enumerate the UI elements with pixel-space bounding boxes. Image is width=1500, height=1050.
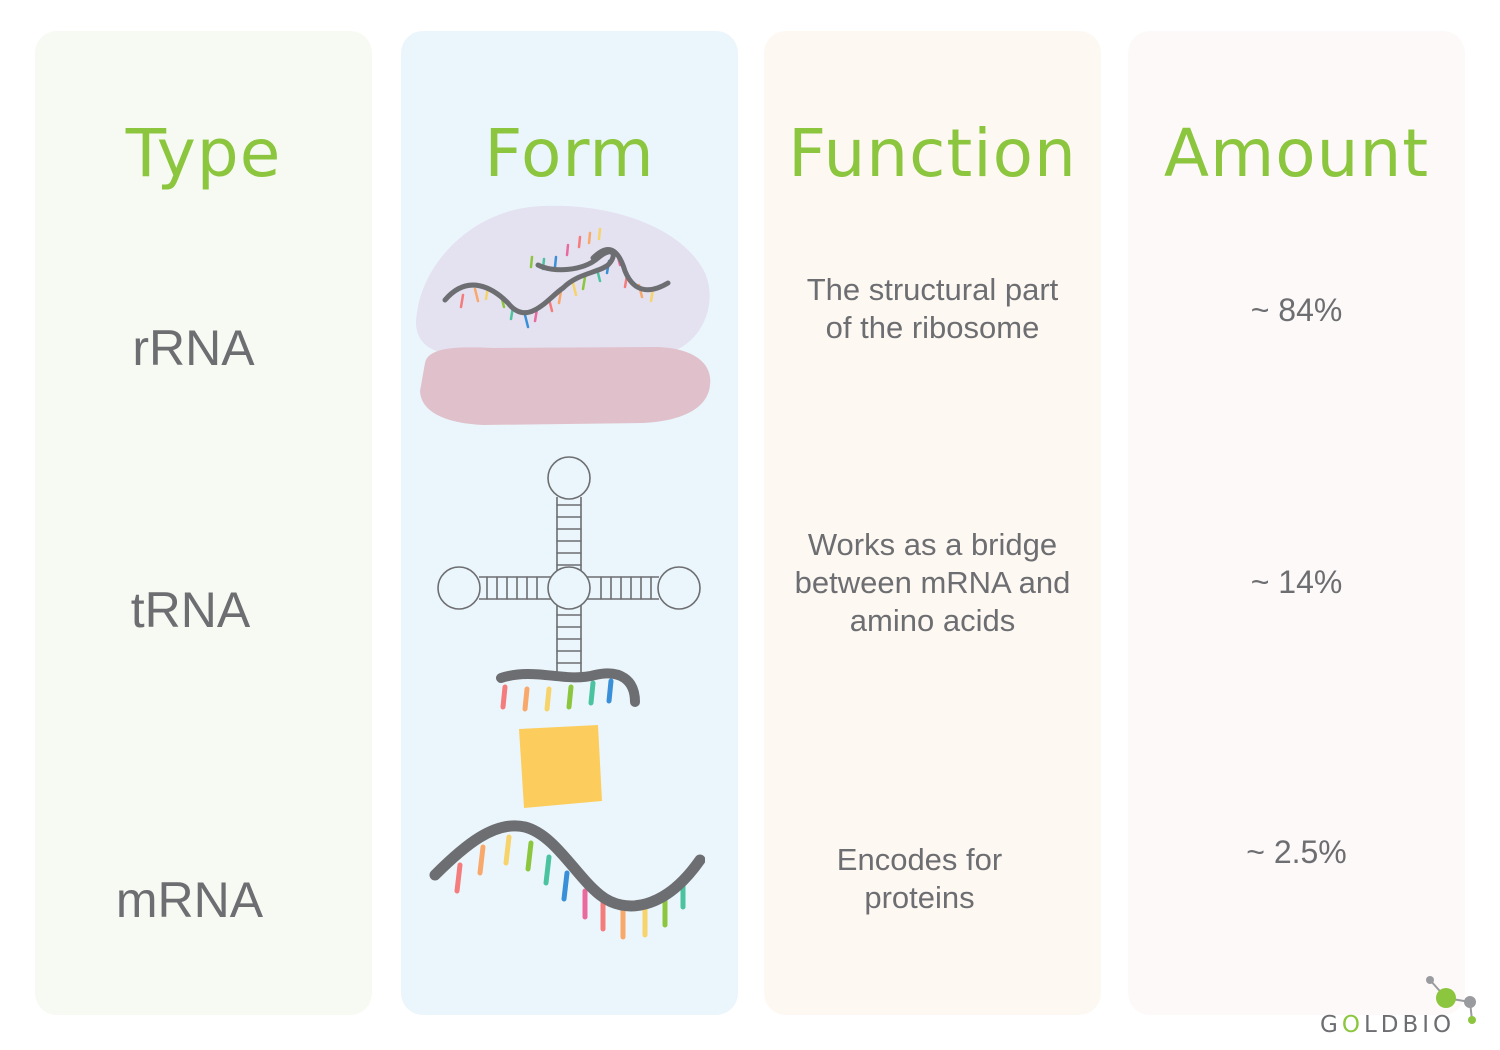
rrna-base-tick: [571, 281, 578, 297]
form-header: Form: [484, 115, 655, 192]
mrna-strand-icon: [429, 820, 705, 940]
rrna-base-tick: [587, 231, 592, 245]
mrna-base-tick: [503, 834, 512, 866]
type-label-mrna: mRNA: [115, 872, 264, 928]
function-line: The structural part: [806, 272, 1059, 307]
rrna-base-tick: [553, 255, 558, 269]
trna-base-tick: [500, 684, 508, 710]
function-text-trna: Works as a bridge between mRNA and amino…: [764, 526, 1101, 640]
trna-base-tick: [544, 686, 552, 712]
function-line: Works as a bridge: [807, 527, 1058, 562]
rrna-base-tick: [581, 275, 587, 291]
trna-cloverleaf-icon: [437, 456, 701, 712]
mrna-base-tick: [477, 844, 486, 876]
function-column: Function The structural part of the ribo…: [764, 31, 1101, 1015]
function-text-rrna: The structural part of the ribosome: [764, 271, 1101, 347]
ribosome-icon: [416, 205, 711, 425]
trna-base-tick: [522, 686, 530, 712]
amount-rrna: ~ 84%: [1250, 292, 1343, 328]
function-text-mrna: Encodes for proteins: [751, 841, 1088, 917]
function-line: amino acids: [849, 603, 1016, 638]
type-column: Type rRNA tRNA mRNA: [35, 31, 372, 1015]
function-line: of the ribosome: [825, 310, 1040, 345]
mrna-base-tick: [454, 862, 463, 894]
function-line: proteins: [864, 880, 975, 915]
rrna-base-tick: [565, 243, 570, 257]
amino-acid-icon: [519, 725, 602, 808]
trna-base-tick: [588, 680, 596, 706]
type-label-trna: tRNA: [130, 582, 251, 638]
amount-column: Amount ~ 84% ~ 14% ~ 2.5%: [1128, 31, 1465, 1015]
amount-header: Amount: [1163, 115, 1430, 192]
amount-trna: ~ 14%: [1250, 564, 1343, 600]
amount-mrna: ~ 2.5%: [1246, 834, 1347, 870]
mrna-base-tick: [561, 870, 570, 902]
rrna-base-tick: [557, 289, 563, 305]
function-header: Function: [788, 115, 1077, 192]
rrna-base-tick: [459, 293, 465, 309]
mrna-base-tick: [543, 854, 552, 886]
goldbio-logo-text: GOLDBIO: [1320, 1012, 1456, 1038]
rrna-base-tick: [529, 255, 534, 269]
rrna-base-tick: [597, 227, 602, 241]
function-line: between mRNA and: [794, 565, 1071, 600]
rrna-base-tick: [473, 287, 480, 303]
rrna-base-tick: [577, 235, 582, 249]
rrna-base-ticks: [459, 227, 655, 329]
function-line: Encodes for: [836, 842, 1003, 877]
mrna-base-tick: [525, 840, 534, 872]
type-header: Type: [125, 115, 282, 192]
type-label-rrna: rRNA: [132, 320, 255, 376]
trna-base-tick: [566, 684, 574, 710]
trna-base-tick: [606, 678, 614, 704]
rrna-base-tick: [523, 313, 530, 329]
goldbio-molecule-icon: [1426, 976, 1476, 1024]
